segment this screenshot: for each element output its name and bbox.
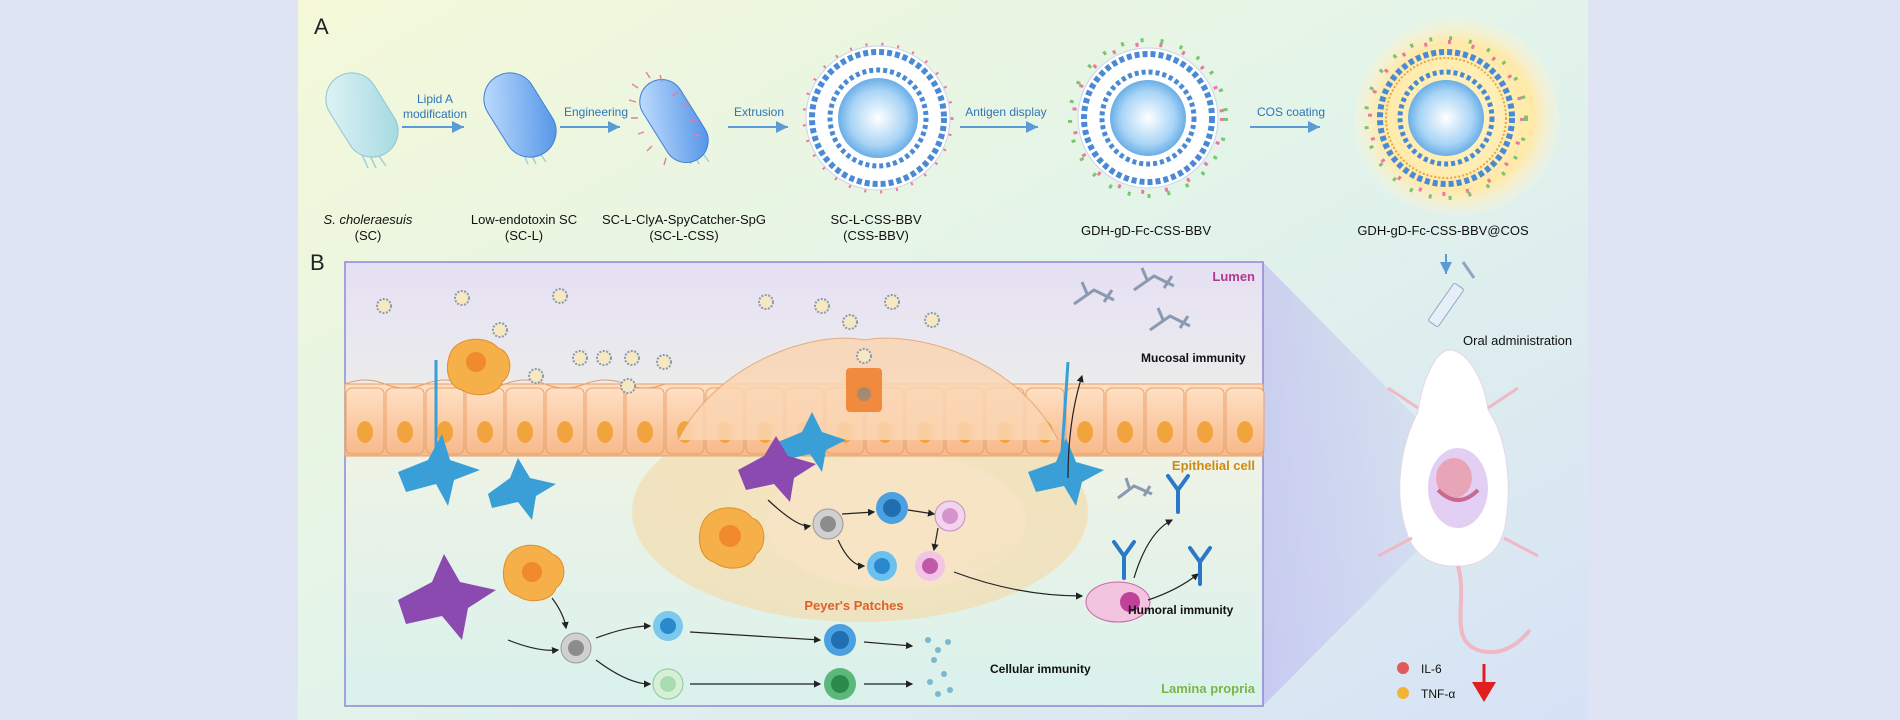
- bbv-vesicle: [624, 350, 640, 366]
- bbv-vesicle: [454, 290, 470, 306]
- bbv-vesicle: [552, 288, 568, 304]
- bbv-vesicle: [596, 350, 612, 366]
- stage-gdh-vesicle: [1068, 38, 1228, 198]
- oral-label: Oral administration: [1463, 333, 1572, 348]
- bbv-vesicle: [884, 294, 900, 310]
- bbv-vesicle: [842, 314, 858, 330]
- legend-il6-label: IL-6: [1421, 662, 1442, 676]
- stage-label-bbv-2: (CSS-BBV): [843, 228, 909, 243]
- cytokine-dots: [925, 637, 953, 697]
- stage-label-css-1: SC-L-ClyA-SpyCatcher-SpG: [602, 212, 766, 227]
- magnification-beam: [1263, 262, 1448, 706]
- stage-label-scl-1: Low-endotoxin SC: [471, 212, 577, 227]
- arrow-label-antigen-display: Antigen display: [965, 105, 1046, 119]
- bbv-vesicle: [528, 368, 544, 384]
- stage-label-bbv-1: SC-L-CSS-BBV: [830, 212, 921, 227]
- bbv-vesicle: [656, 354, 672, 370]
- arrow-label-cos-coating: COS coating: [1257, 105, 1325, 119]
- figure: A: [298, 0, 1588, 720]
- t-cells: [560, 611, 856, 700]
- mouse: [1377, 349, 1539, 655]
- legend-tnf-label: TNF-α: [1421, 687, 1455, 701]
- bbv-vesicle: [856, 348, 872, 364]
- cytokine-legend: IL-6 TNF-α: [1397, 662, 1455, 701]
- epithelial-nucleus: [557, 421, 573, 443]
- arrow-label-engineering: Engineering: [564, 105, 628, 119]
- bbv-vesicle: [376, 298, 392, 314]
- plasma-cell: [1085, 581, 1151, 623]
- epithelial-nucleus: [1117, 421, 1133, 443]
- stage-sc-bacterium: [325, 72, 399, 169]
- epithelial-nucleus: [597, 421, 613, 443]
- arrow-label-extrusion: Extrusion: [734, 105, 784, 119]
- dendritic-cells: [398, 412, 1104, 520]
- stage-label-sc-2: (SC): [355, 228, 382, 243]
- epithelial-nucleus: [1237, 421, 1253, 443]
- epithelial-nucleus: [1077, 421, 1093, 443]
- stage-label-gdh-cos: GDH-gD-Fc-CSS-BBV@COS: [1357, 223, 1529, 238]
- panel-b-letter: B: [310, 250, 325, 275]
- bbv-vesicle: [572, 350, 588, 366]
- bbv-vesicle: [492, 322, 508, 338]
- lamina-label: Lamina propria: [1161, 681, 1256, 696]
- m-cell-nucleus: [857, 387, 871, 401]
- lumen-vesicles: [376, 288, 940, 394]
- pp-lymphocytes: [812, 492, 966, 581]
- peyers-label: Peyer's Patches: [804, 598, 903, 613]
- epithelial-nucleus: [1157, 421, 1173, 443]
- panel-a-letter: A: [314, 14, 329, 39]
- purple-dendritic-cells: [398, 436, 816, 640]
- bbv-vesicle: [620, 378, 636, 394]
- lumen-label: Lumen: [1212, 269, 1255, 284]
- secretory-iga: [1073, 267, 1191, 500]
- stage-label-gdh: GDH-gD-Fc-CSS-BBV: [1081, 223, 1211, 238]
- cellular-label: Cellular immunity: [990, 662, 1091, 676]
- epithelial-label: Epithelial cell: [1172, 458, 1255, 473]
- humoral-label: Humoral immunity: [1128, 603, 1234, 617]
- bbv-vesicle: [924, 312, 940, 328]
- bbv-vesicle: [814, 298, 830, 314]
- epithelial-nucleus: [357, 421, 373, 443]
- stage-css-bbv-vesicle: [802, 42, 954, 194]
- mucosal-label: Mucosal immunity: [1141, 351, 1246, 365]
- epithelial-nucleus: [397, 421, 413, 443]
- syringe: [1428, 254, 1476, 327]
- epithelial-nucleus: [477, 421, 493, 443]
- antibodies: [1112, 474, 1212, 586]
- decrease-arrow-icon: [1472, 664, 1496, 702]
- legend-tnf-dot: [1397, 687, 1409, 699]
- epithelial-nucleus: [1197, 421, 1213, 443]
- stage-scl-css-bacterium: [628, 71, 710, 166]
- stage-cos-vesicle: [1354, 17, 1560, 216]
- stage-scl-bacterium: [483, 72, 557, 165]
- bbv-vesicle: [758, 294, 774, 310]
- arrow-label-lipid-a-2: modification: [403, 107, 467, 121]
- legend-il6-dot: [1397, 662, 1409, 674]
- stage-label-css-2: (SC-L-CSS): [649, 228, 718, 243]
- arrow-label-lipid-a-1: Lipid A: [417, 92, 453, 106]
- stage-label-scl-2: (SC-L): [505, 228, 543, 243]
- stage-label-sc-1: S. choleraesuis: [324, 212, 413, 227]
- epithelial-nucleus: [517, 421, 533, 443]
- epithelial-nucleus: [637, 421, 653, 443]
